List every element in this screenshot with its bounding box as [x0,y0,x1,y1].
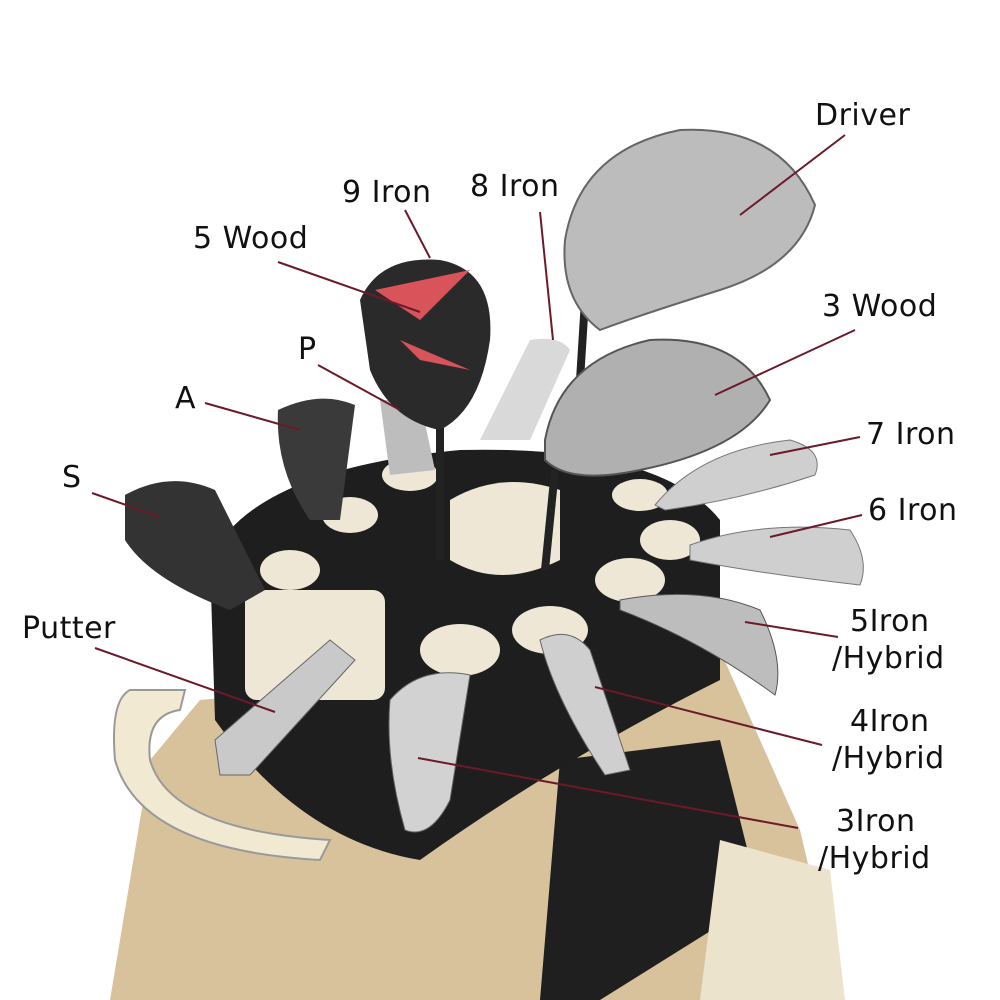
label-5-iron-line2: /Hybrid [832,641,945,676]
club-head-5-iron [619,593,779,696]
leader-5-wood [277,261,421,313]
label-4-iron-line1: 4Iron [850,704,930,739]
label-5-iron-line1: 5Iron [850,604,930,639]
club-head-8-iron [480,338,570,440]
label-p: P [298,332,317,367]
leader-5-iron [744,621,839,638]
leader-putter [94,647,276,713]
club-head-4-iron [539,633,631,776]
leader-s [91,492,161,518]
label-6-iron: 6 Iron [868,493,958,528]
label-8-iron: 8 Iron [470,169,560,204]
club-head-putter [214,639,356,776]
leader-p [317,364,401,411]
leader-8-iron [539,211,554,341]
label-3-iron-line2: /Hybrid [818,841,931,876]
label-driver: Driver [815,98,911,133]
club-head-6-iron [689,526,864,586]
5-wood-red-accent [375,270,470,370]
label-3-wood: 3 Wood [822,289,938,324]
leader-9-iron [404,209,431,259]
leader-driver [739,134,846,216]
club-head-s [125,481,265,610]
label-a: A [175,381,197,416]
leader-3-wood [714,329,856,396]
leader-4-iron [594,686,823,746]
club-head-7-iron [654,439,818,511]
club-head-3-wood [544,338,772,477]
bag-handle [113,689,332,862]
label-putter: Putter [22,611,116,646]
label-7-iron: 7 Iron [866,417,956,452]
leader-3-iron [417,757,799,829]
leader-6-iron [769,514,863,538]
leader-lines [91,134,863,829]
club-head-driver [563,128,817,332]
leader-a [204,402,301,431]
bag-pocket-right [700,840,845,1000]
bag-pocket [540,740,760,1000]
club-head-3-iron [388,672,471,833]
leader-7-iron [769,436,861,456]
label-9-iron: 9 Iron [342,175,432,210]
label-5-wood: 5 Wood [193,221,309,256]
label-4-iron-line2: /Hybrid [832,741,945,776]
divider-slots [245,459,700,700]
label-s: S [62,460,82,495]
label-3-iron-line1: 3Iron [836,804,916,839]
